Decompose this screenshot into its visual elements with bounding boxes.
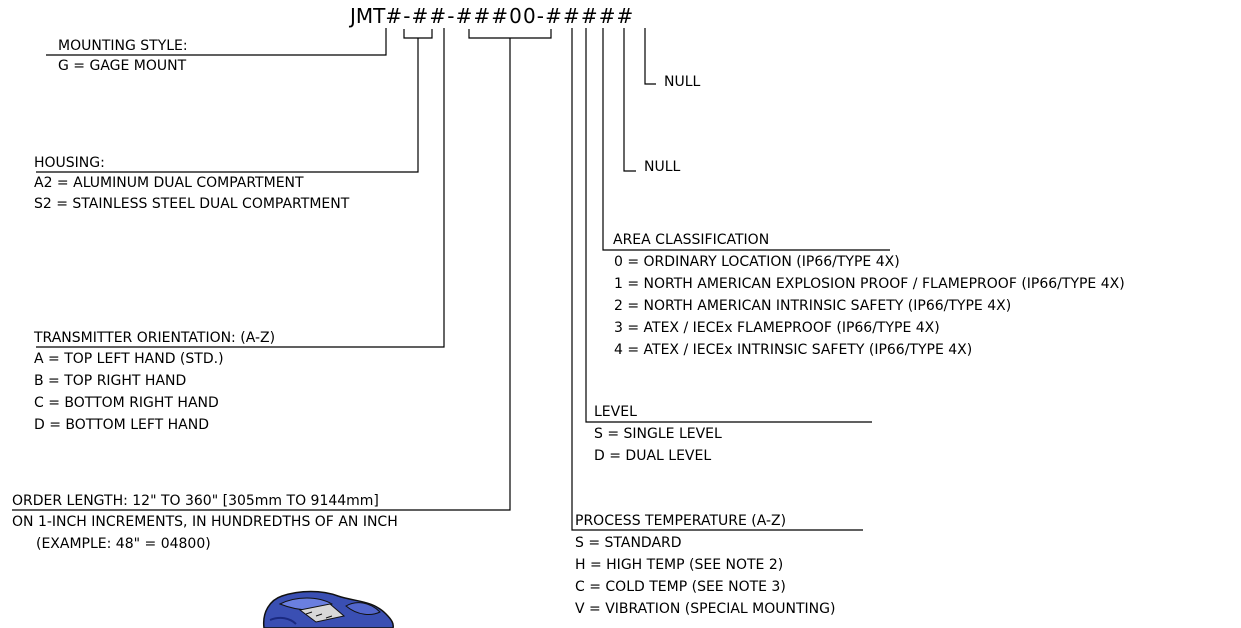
order-length-line-text: (EXAMPLE: 48" = 04800) xyxy=(36,536,211,552)
order-length-heading: ORDER LENGTH: 12" TO 360" [305mm TO 9144… xyxy=(12,493,379,509)
area-classification-option: 0 = ORDINARY LOCATION (IP66/TYPE 4X) xyxy=(614,254,900,270)
process-temperature-option: S = STANDARD xyxy=(575,535,682,551)
model-code-prefix: JMT xyxy=(350,4,386,28)
null-1-line xyxy=(644,28,656,85)
mounting-style-line xyxy=(46,28,387,56)
model-code: JMT#-##-###00-##### xyxy=(350,5,634,27)
null-label: NULL xyxy=(664,74,701,90)
housing-line xyxy=(36,38,419,173)
area-classification-option: 1 = NORTH AMERICAN EXPLOSION PROOF / FLA… xyxy=(614,276,1125,292)
order-length-line xyxy=(12,38,511,511)
level-option: S = SINGLE LEVEL xyxy=(594,426,722,442)
order-length-line-text: ON 1-INCH INCREMENTS, IN HUNDREDTHS OF A… xyxy=(12,514,398,530)
orientation-option: D = BOTTOM LEFT HAND xyxy=(34,417,210,433)
null-2-line xyxy=(623,28,636,172)
area-classification-option: 4 = ATEX / IECEx INTRINSIC SAFETY (IP66/… xyxy=(614,342,973,358)
process-temperature-heading: PROCESS TEMPERATURE (A-Z) xyxy=(575,513,787,529)
orientation-option: C = BOTTOM RIGHT HAND xyxy=(34,395,219,411)
orientation-line xyxy=(36,28,445,348)
orientation-option: A = TOP LEFT HAND (STD.) xyxy=(34,351,224,367)
mounting-style-heading: MOUNTING STYLE: xyxy=(58,38,188,54)
housing-option: A2 = ALUMINUM DUAL COMPARTMENT xyxy=(34,175,304,191)
process-temperature-option: H = HIGH TEMP (SEE NOTE 2) xyxy=(575,557,784,573)
area-classification-line xyxy=(602,28,890,251)
level-line xyxy=(585,28,872,423)
level-option: D = DUAL LEVEL xyxy=(594,448,712,464)
process-temperature-option: C = COLD TEMP (SEE NOTE 3) xyxy=(575,579,786,595)
area-classification-option: 2 = NORTH AMERICAN INTRINSIC SAFETY (IP6… xyxy=(614,298,1012,314)
housing-heading: HOUSING: xyxy=(34,155,105,171)
level-heading: LEVEL xyxy=(594,404,637,420)
process-temperature-option: V = VIBRATION (SPECIAL MOUNTING) xyxy=(575,601,836,617)
area-classification-option: 3 = ATEX / IECEx FLAMEPROOF (IP66/TYPE 4… xyxy=(614,320,940,336)
mounting-style-option: G = GAGE MOUNT xyxy=(58,58,187,74)
orientation-heading: TRANSMITTER ORIENTATION: (A-Z) xyxy=(34,330,276,346)
orientation-option: B = TOP RIGHT HAND xyxy=(34,373,187,389)
process-temperature-line xyxy=(571,28,863,531)
null-label: NULL xyxy=(644,159,681,175)
model-code-pattern: #-##-###00-##### xyxy=(385,4,635,28)
housing-option: S2 = STAINLESS STEEL DUAL COMPARTMENT xyxy=(34,196,350,212)
area-classification-heading: AREA CLASSIFICATION xyxy=(613,232,770,248)
